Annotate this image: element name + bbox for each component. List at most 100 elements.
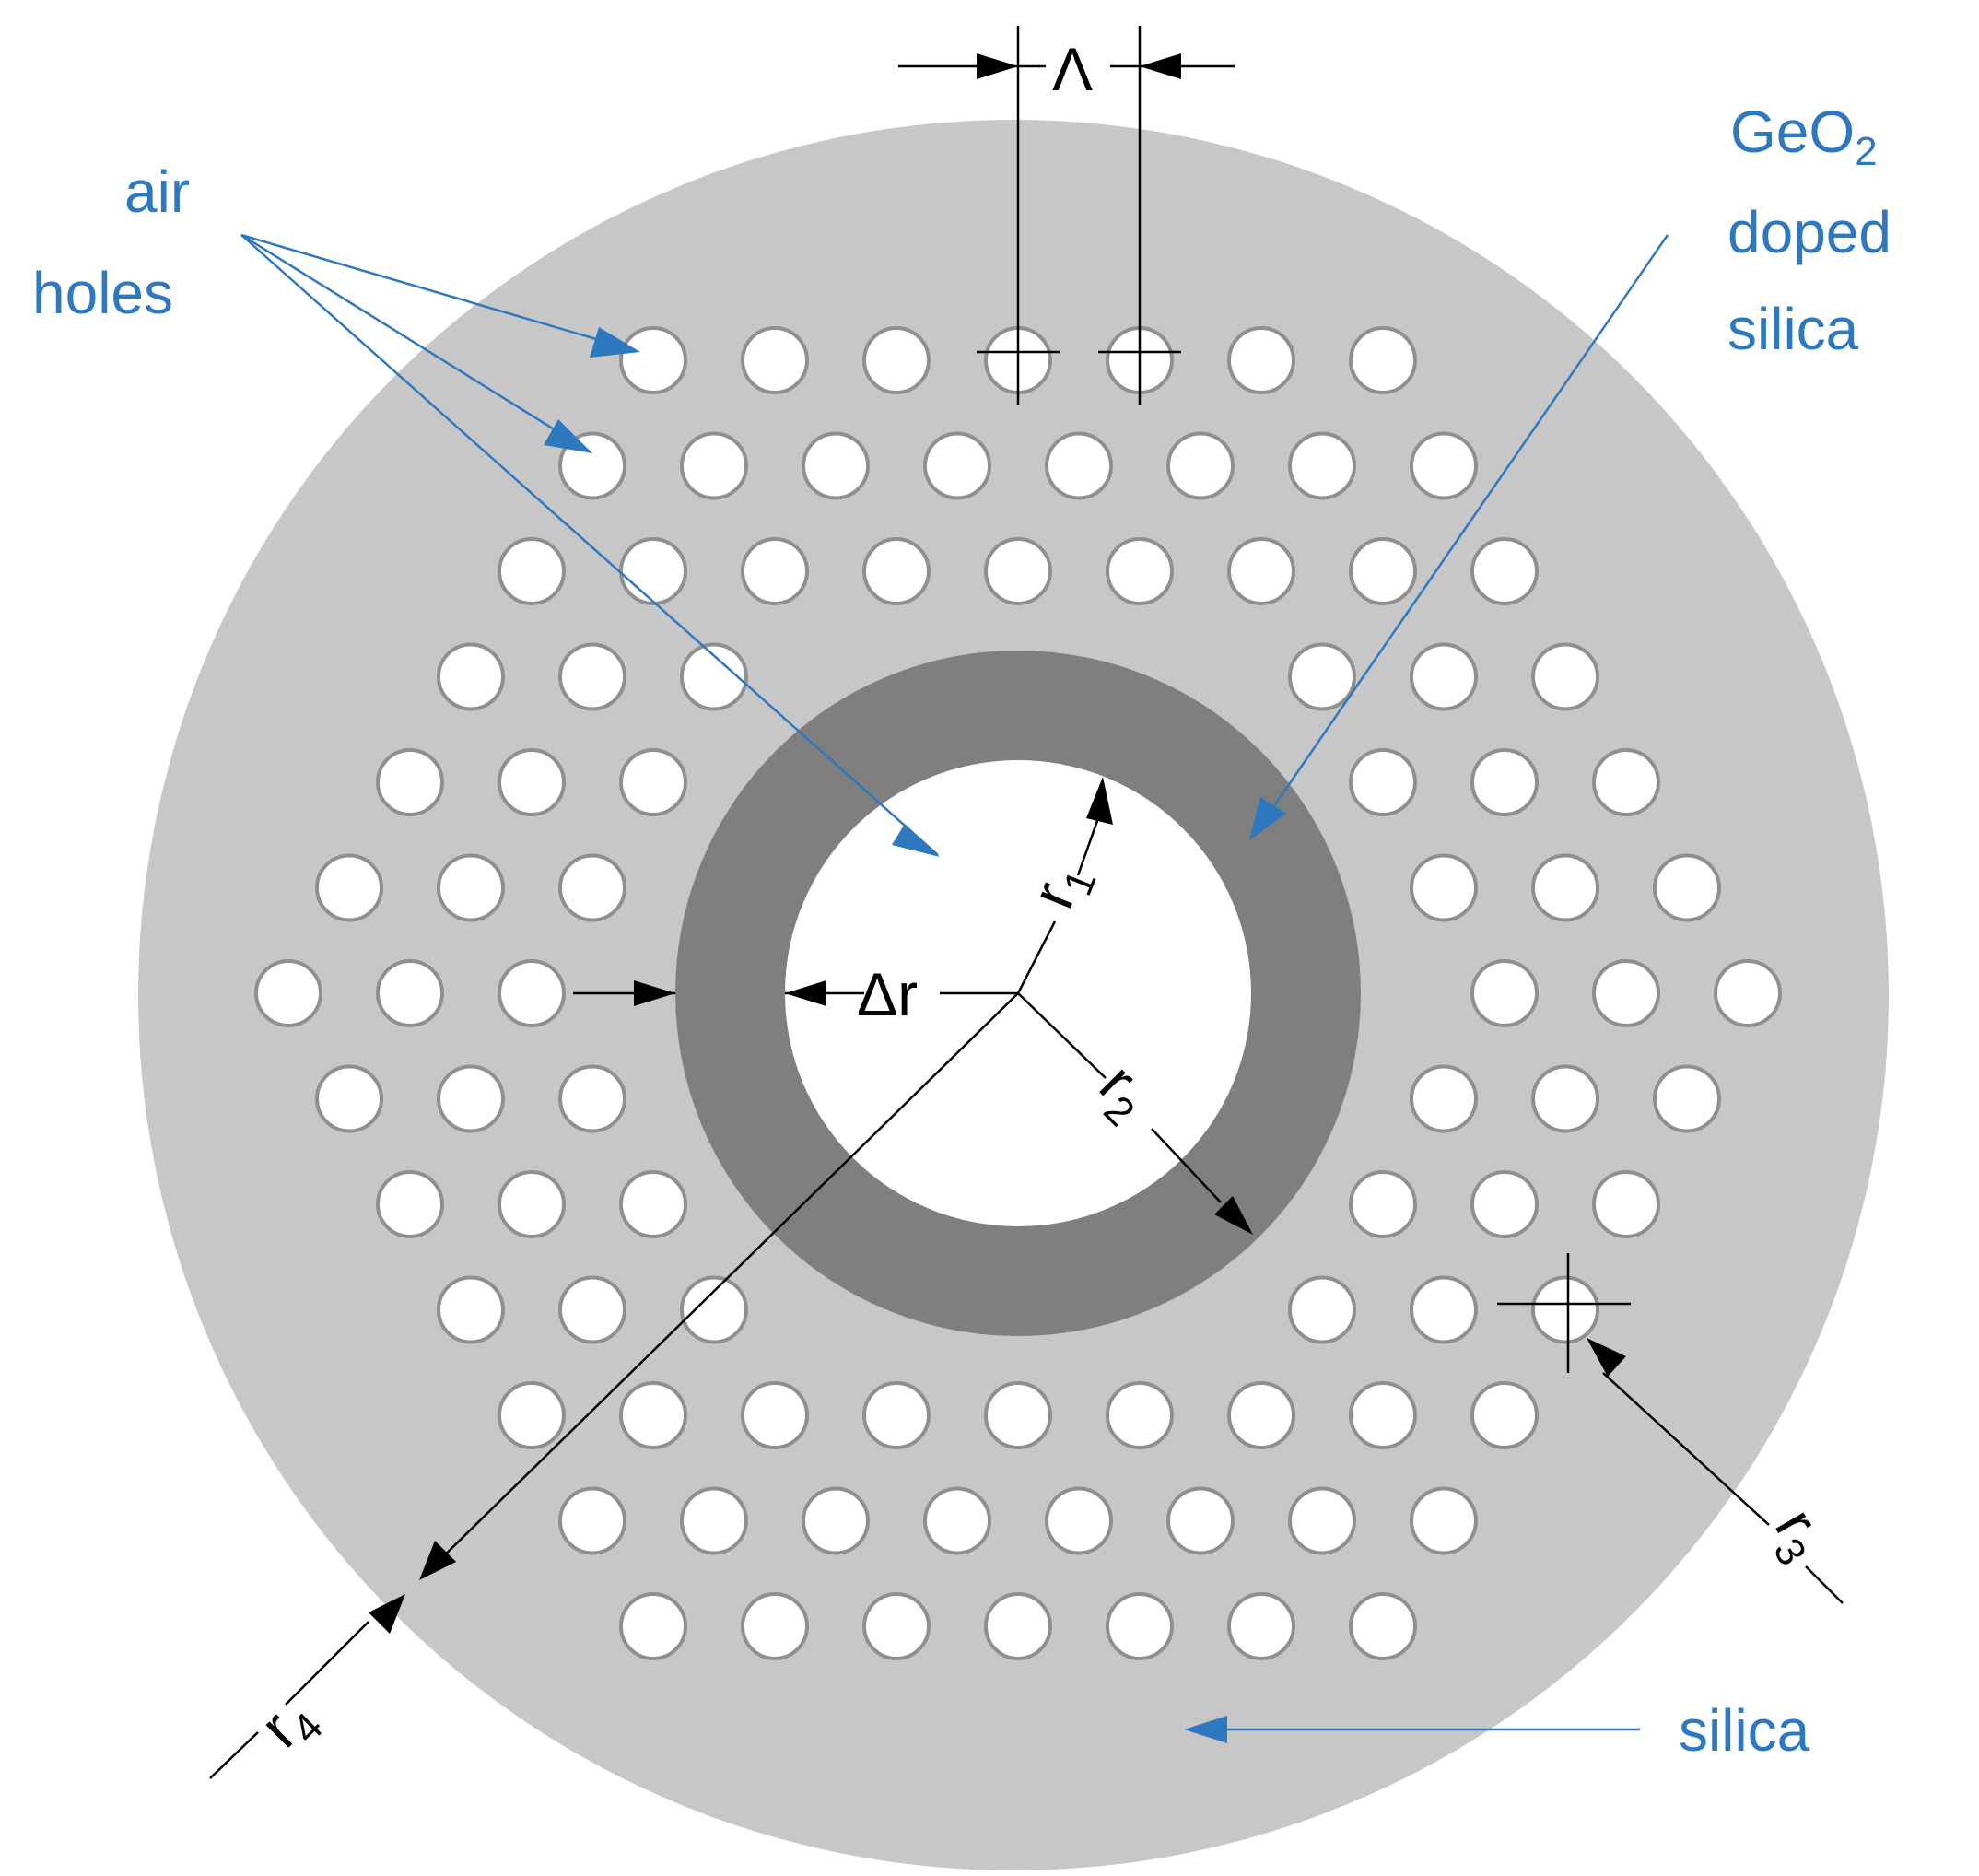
air-hole (1045, 431, 1113, 500)
air-hole (315, 853, 383, 922)
air-hole (680, 1486, 748, 1555)
air-hole (984, 537, 1052, 605)
r1-dimension (1016, 777, 1113, 994)
r3-label: r3 (1754, 1497, 1843, 1573)
air-hole (802, 1486, 870, 1555)
air-hole (1410, 1486, 1478, 1555)
air-hole (680, 1275, 748, 1344)
air-hole (1166, 431, 1235, 500)
air-hole (1410, 1275, 1478, 1344)
air-hole (1531, 1064, 1599, 1133)
delta-r-label: Δr (857, 960, 918, 1028)
air-hole (315, 1064, 383, 1133)
air-hole (1227, 326, 1295, 394)
air-hole (558, 1064, 626, 1133)
air-hole (619, 748, 687, 816)
air-hole (558, 1486, 626, 1555)
air-hole (680, 431, 748, 500)
air-hole (680, 642, 748, 711)
air-holes-label: air holes (32, 158, 206, 326)
air-hole (437, 853, 505, 922)
air-hole (437, 642, 505, 711)
air-hole (498, 1381, 566, 1449)
air-hole (923, 431, 991, 500)
air-hole (558, 853, 626, 922)
air-hole (1714, 959, 1782, 1027)
air-hole (1106, 1592, 1174, 1660)
air-hole (1288, 642, 1356, 711)
air-hole (862, 1592, 931, 1660)
r2-dimension (1017, 992, 1253, 1235)
air-hole (862, 1381, 931, 1449)
air-hole (1349, 537, 1417, 605)
air-hole (619, 1381, 687, 1449)
r3-dimension (1497, 1253, 1844, 1604)
air-hole (862, 537, 931, 605)
air-hole (498, 959, 566, 1027)
air-hole (1227, 1381, 1295, 1449)
air-hole (1106, 1381, 1174, 1449)
air-hole (1470, 959, 1539, 1027)
air-hole (498, 1170, 566, 1238)
r4-label: r4 (247, 1682, 332, 1766)
air-hole (741, 1592, 809, 1660)
air-hole (1349, 1170, 1417, 1238)
lambda-label: Λ (1052, 35, 1093, 103)
air-hole (1410, 642, 1478, 711)
air-hole (376, 748, 444, 816)
air-hole (1349, 748, 1417, 816)
air-hole (1288, 1275, 1356, 1344)
air-hole (1653, 853, 1721, 922)
air-hole (1227, 537, 1295, 605)
air-hole (254, 959, 322, 1027)
air-hole (1288, 1486, 1356, 1555)
air-hole (619, 1592, 687, 1660)
air-hole (437, 1275, 505, 1344)
air-hole (741, 326, 809, 394)
air-hole (984, 1381, 1052, 1449)
air-hole (1349, 326, 1417, 394)
air-hole-lattice (254, 326, 1782, 1660)
air-hole (1592, 748, 1660, 816)
geo2-doped-silica-label: GeO2 doped silica (1727, 99, 1908, 362)
air-hole (923, 1486, 991, 1555)
air-hole (802, 431, 870, 500)
air-hole (498, 748, 566, 816)
air-hole (619, 537, 687, 605)
air-hole (498, 537, 566, 605)
air-hole (1470, 1381, 1539, 1449)
air-hole (1410, 853, 1478, 922)
air-hole (1531, 1275, 1599, 1344)
r4-dimension (209, 992, 1019, 1779)
air-holes-pointers (240, 233, 940, 857)
air-hole (1470, 537, 1539, 605)
air-hole (376, 959, 444, 1027)
air-hole (741, 537, 809, 605)
air-hole (619, 326, 687, 394)
air-hole (437, 1064, 505, 1133)
air-hole (1470, 1170, 1539, 1238)
air-hole (1653, 1064, 1721, 1133)
air-hole (558, 642, 626, 711)
air-hole (1045, 1486, 1113, 1555)
air-hole (984, 1592, 1052, 1660)
air-hole (558, 1275, 626, 1344)
air-hole (1166, 1486, 1235, 1555)
air-hole (741, 1381, 809, 1449)
air-hole (1531, 642, 1599, 711)
delta-r-dimension (573, 980, 1018, 1006)
air-hole (1410, 431, 1478, 500)
air-hole (1592, 959, 1660, 1027)
air-hole (862, 326, 931, 394)
silica-pointer (1184, 1716, 1640, 1743)
air-hole (1470, 748, 1539, 816)
air-hole (1531, 853, 1599, 922)
geo2-pointer (1249, 234, 1669, 840)
air-hole (1106, 537, 1174, 605)
air-hole (1592, 1170, 1660, 1238)
air-hole (376, 1170, 444, 1238)
air-hole (619, 1170, 687, 1238)
air-hole (1288, 431, 1356, 500)
air-hole (1349, 1381, 1417, 1449)
